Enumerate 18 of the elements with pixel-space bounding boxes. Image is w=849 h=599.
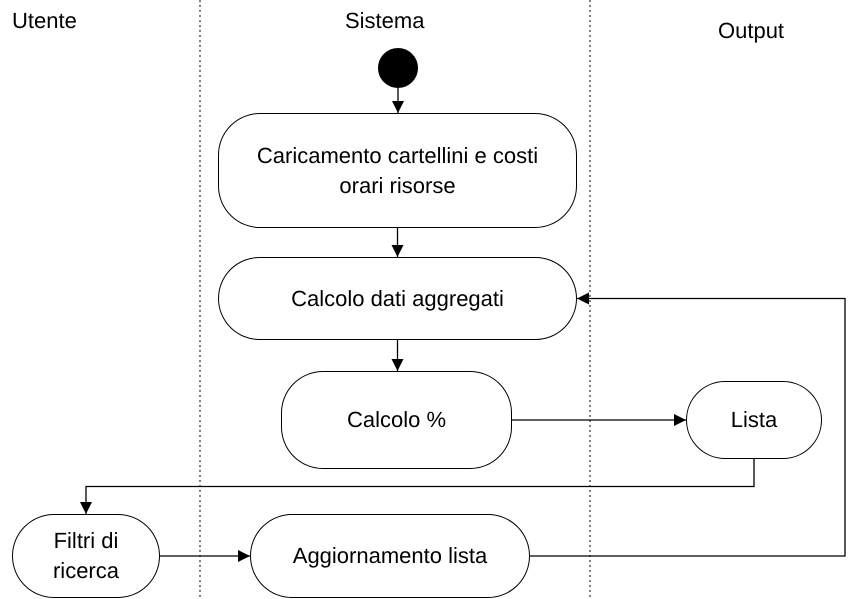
lane-title: Sistema (345, 8, 424, 34)
node-text: Calcolo % (346, 406, 446, 434)
activity-node (218, 113, 577, 228)
arrow (512, 414, 686, 426)
start-node (378, 48, 418, 88)
lane-title: Output (718, 18, 784, 44)
arrow (392, 228, 404, 257)
arrow (392, 340, 404, 371)
lane-title: Utente (12, 8, 77, 34)
arrow (392, 88, 404, 113)
node-text: Calcolo dati aggregati (291, 284, 504, 313)
node-text: Filtri di ricerca (52, 527, 120, 585)
arrow (160, 550, 250, 562)
node-text: Aggiornamento lista (292, 542, 488, 570)
node-text: Lista (730, 406, 778, 434)
node-text: Caricamento cartellini e costi orari risorse (256, 142, 540, 200)
arrow (530, 292, 846, 557)
arrow (80, 459, 755, 514)
